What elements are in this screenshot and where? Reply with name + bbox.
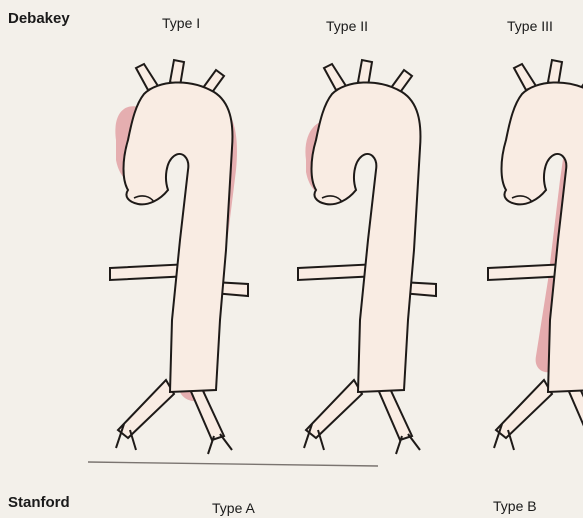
type-i-aorta: [110, 60, 248, 454]
type-iii-aorta: [488, 60, 583, 454]
type-a-bracket: [88, 462, 378, 466]
type-ii-aorta: [298, 60, 436, 454]
